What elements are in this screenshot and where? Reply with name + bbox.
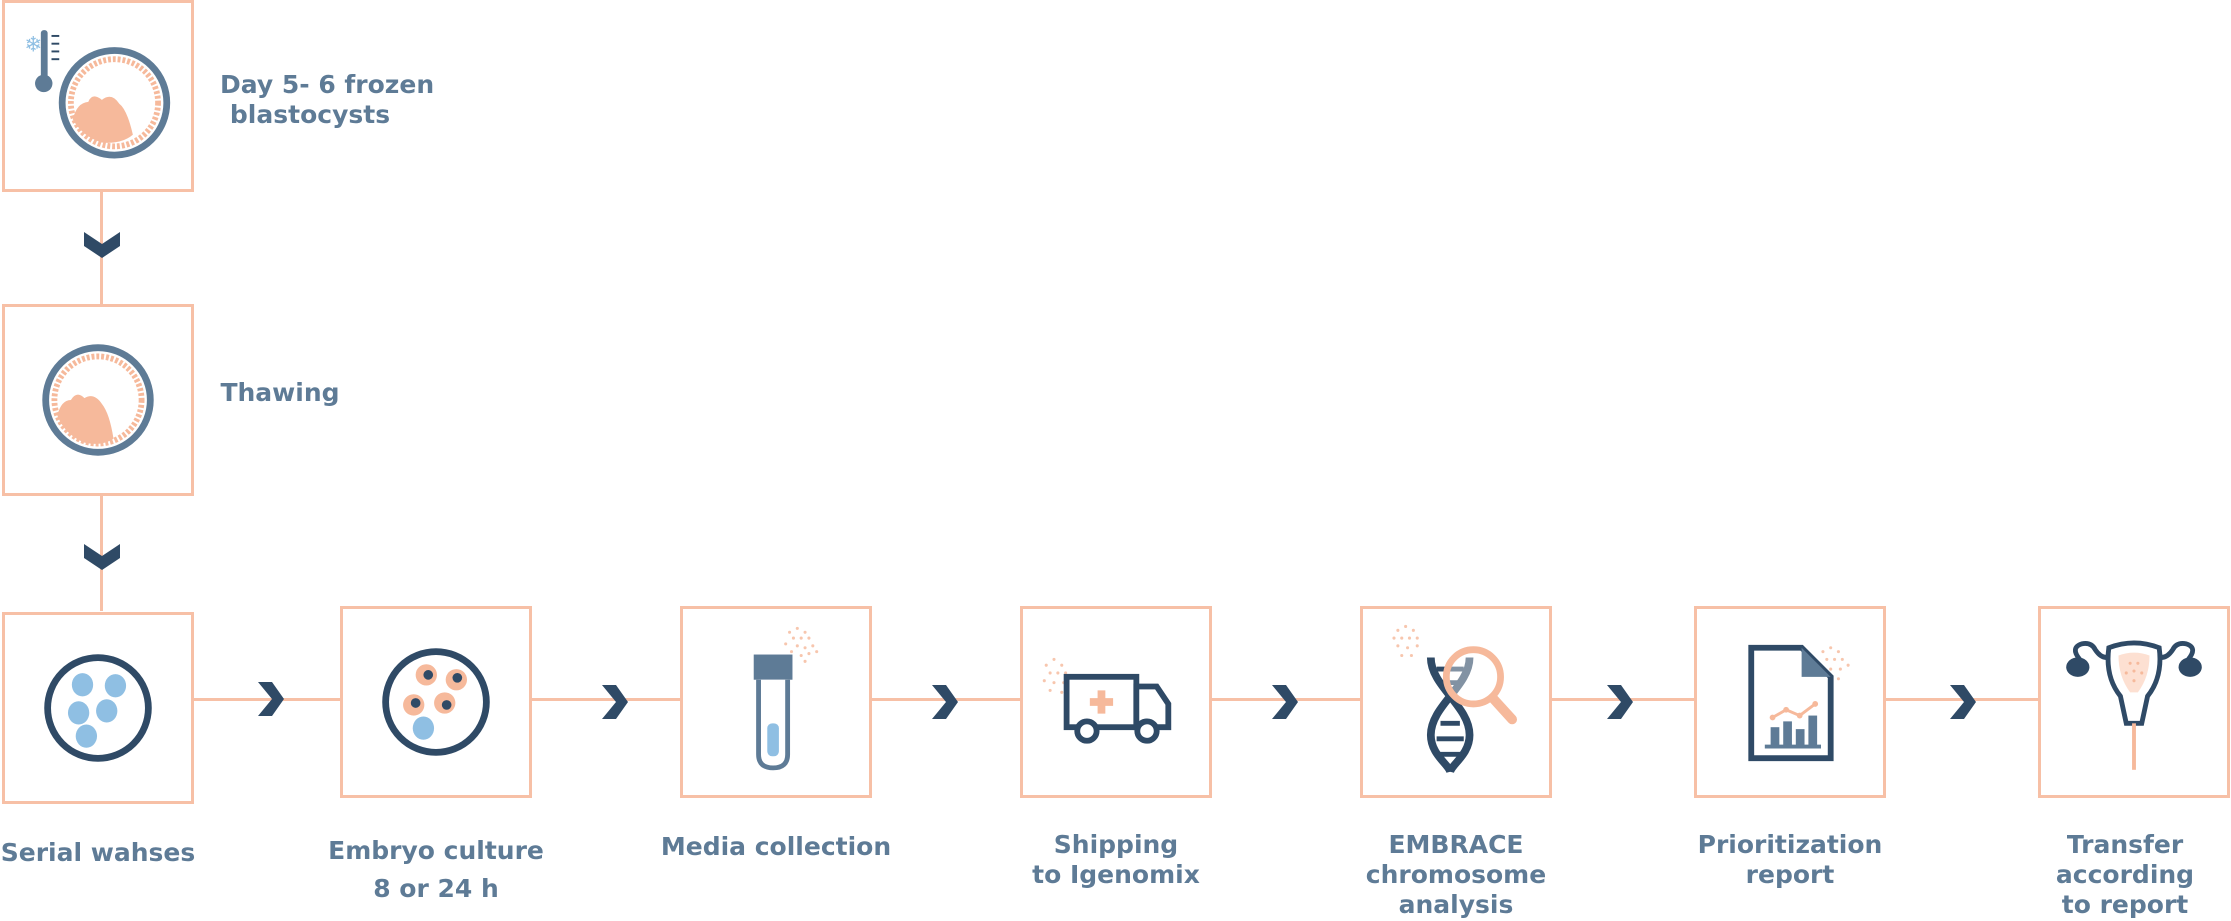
dish-cells-icon <box>44 654 152 762</box>
report-chart-icon <box>1748 644 1850 762</box>
step-label-line: chromosome <box>1365 860 1547 889</box>
frozen-blastocyst-icon: ❄ <box>24 30 171 159</box>
step-washes-box <box>2 612 194 804</box>
delivery-truck-icon <box>1042 657 1172 744</box>
step-shipping-label: Shipping to Igenomix <box>1000 830 1232 890</box>
step-label-line: blastocysts <box>229 100 391 129</box>
step-frozen-box: ❄ <box>2 0 194 192</box>
step-culture-label: Embryo culture 8 or 24 h <box>315 832 557 908</box>
step-label-line: 8 or 24 h <box>373 874 499 903</box>
step-culture-box <box>340 606 532 798</box>
step-media-box <box>680 606 872 798</box>
chevron-right-icon <box>602 685 628 719</box>
step-washes-label: Serial wahses <box>0 838 196 868</box>
step-label-line: Shipping <box>1053 830 1179 859</box>
step-label-line: Day 5- 6 frozen <box>220 70 435 99</box>
connector <box>100 495 103 611</box>
step-frozen-label: Day 5- 6 frozen blastocysts <box>220 70 435 130</box>
blastocyst-icon <box>42 344 154 456</box>
step-label-line: Thawing <box>220 378 340 407</box>
step-embrace-label: EMBRACE chromosome analysis <box>1340 830 1572 920</box>
step-transfer-box <box>2038 606 2230 798</box>
chevron-down-icon <box>84 232 120 258</box>
dna-magnifier-icon <box>1392 624 1518 774</box>
step-label-line: Transfer <box>2066 830 2184 859</box>
step-media-label: Media collection <box>660 832 892 862</box>
step-label-line: to Igenomix <box>1032 860 1200 889</box>
embryo-culture-icon <box>382 648 490 756</box>
step-thawing-box <box>2 304 194 496</box>
step-report-box <box>1694 606 1886 798</box>
step-thawing-label: Thawing <box>220 378 340 408</box>
uterus-icon <box>2066 640 2202 770</box>
step-transfer-label: Transfer according to report <box>2020 830 2230 920</box>
chevron-right-icon <box>1272 685 1298 719</box>
step-label-line: report <box>1745 860 1835 889</box>
step-label-line: Serial wahses <box>0 838 196 867</box>
step-label-line: analysis <box>1398 890 1514 919</box>
chevron-right-icon <box>932 685 958 719</box>
connector <box>530 698 682 701</box>
step-label-line: Prioritization <box>1697 830 1883 859</box>
step-label-line: Media collection <box>660 832 892 861</box>
step-label-line: to report <box>2061 890 2189 919</box>
chevron-right-icon <box>1607 685 1633 719</box>
chevron-right-icon <box>258 682 284 716</box>
svg-text:❄: ❄ <box>24 32 42 57</box>
chevron-right-icon <box>1950 685 1976 719</box>
step-label-line: EMBRACE <box>1388 830 1524 859</box>
step-shipping-box <box>1020 606 1212 798</box>
step-label-line: Embryo culture <box>328 836 544 865</box>
step-embrace-box <box>1360 606 1552 798</box>
chevron-down-icon <box>84 544 120 570</box>
test-tube-icon <box>753 626 819 771</box>
step-report-label: Prioritization report <box>1675 830 1905 890</box>
step-label-line: according <box>2055 860 2195 889</box>
connector <box>190 698 340 701</box>
